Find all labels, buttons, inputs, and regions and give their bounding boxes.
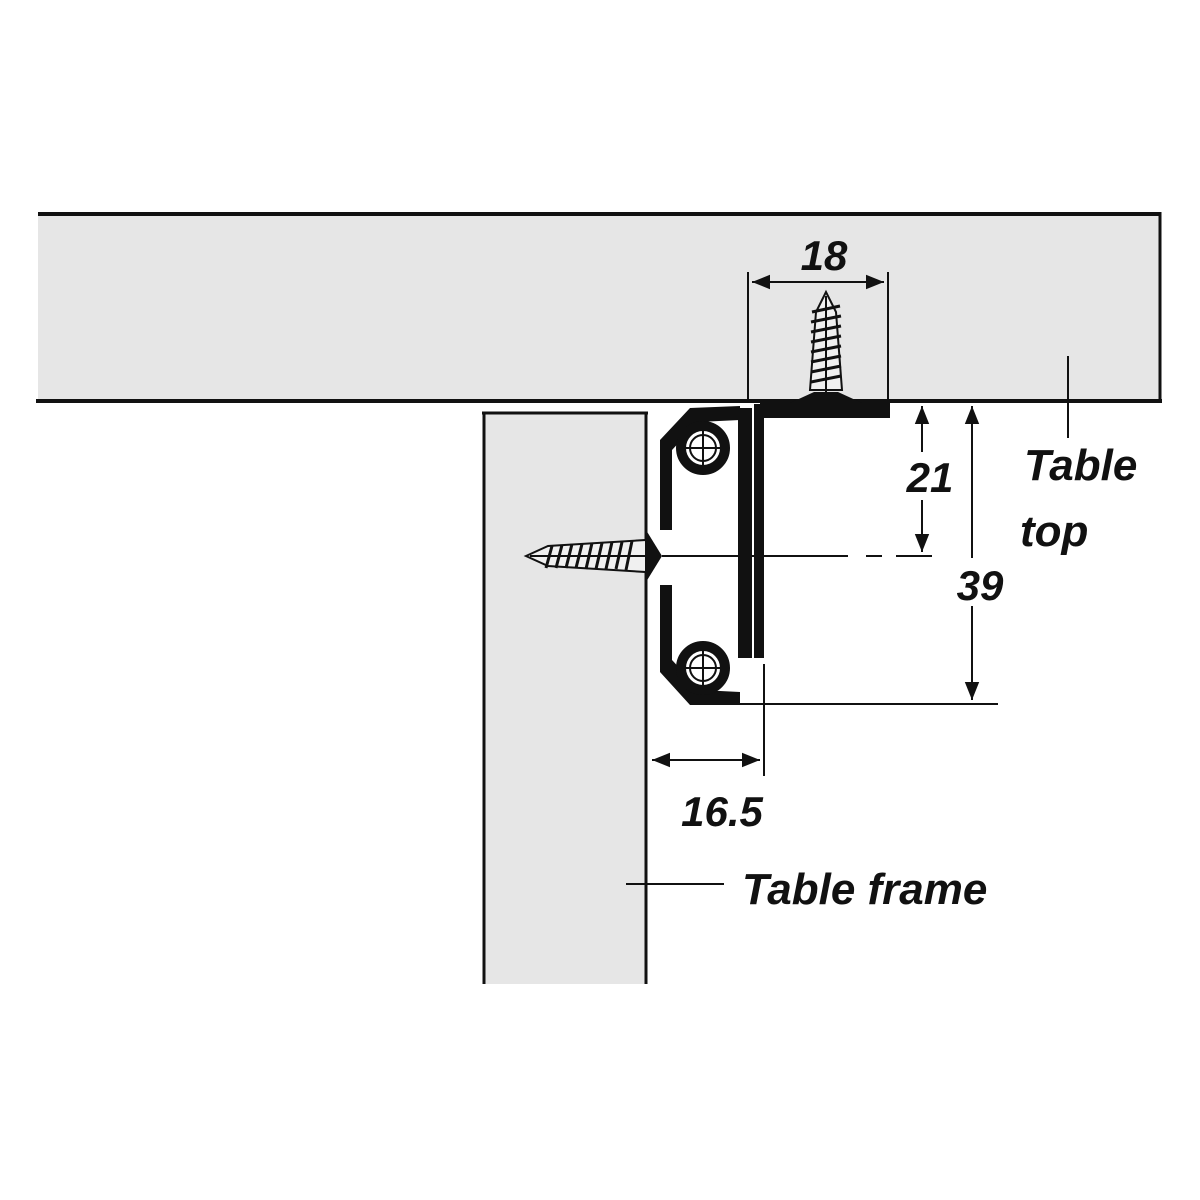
table-top-callout: Table top: [1020, 356, 1137, 556]
dimension-16-5-label: 16.5: [681, 788, 763, 835]
table-frame-callout: Table frame: [626, 865, 987, 914]
dimension-39-label: 39: [957, 562, 1004, 609]
dimension-18-label: 18: [801, 232, 848, 279]
dimension-18: 18: [747, 232, 889, 400]
table-top-label-line1: Table: [1024, 441, 1137, 490]
dimension-39: 39: [732, 406, 1004, 705]
dimension-16-5: 16.5: [652, 664, 765, 835]
table-frame-panel: [482, 411, 648, 984]
table-top-panel: [36, 212, 1162, 403]
table-top-label-line2: top: [1020, 507, 1088, 556]
dimension-21: 21: [906, 406, 954, 552]
drawer-slide-profile: [660, 403, 890, 705]
side-screw-icon: [523, 530, 662, 582]
top-screw-icon: [790, 289, 862, 403]
dimension-21-label: 21: [906, 454, 954, 501]
table-frame-label: Table frame: [742, 865, 987, 914]
